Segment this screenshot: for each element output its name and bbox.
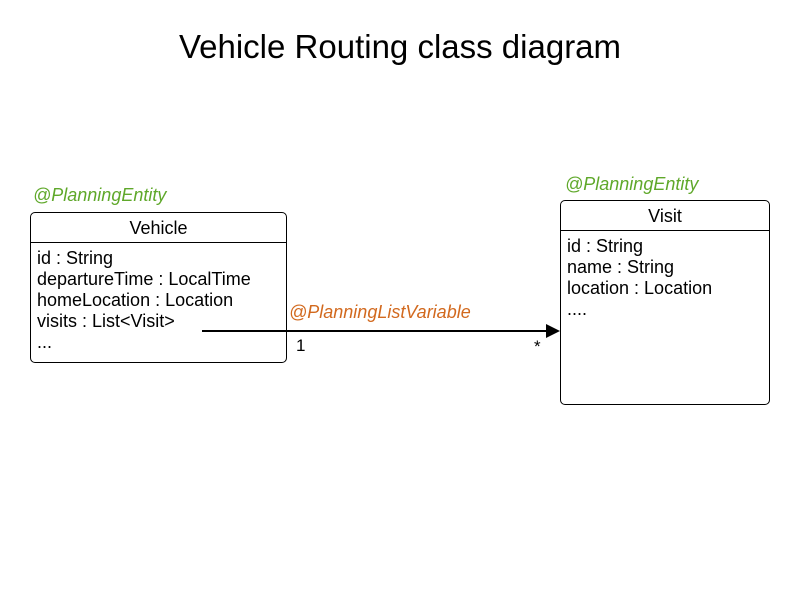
attribute-row: id : String [37, 248, 114, 268]
attribute-row: visits : List<Visit> [37, 311, 175, 331]
association-stereotype-label: @PlanningListVariable [289, 302, 471, 322]
class-box-visit: Visit id : String name : String location… [560, 200, 770, 405]
arrowhead-icon [546, 324, 560, 338]
multiplicity-target: * [534, 337, 541, 356]
page-title: Vehicle Routing class diagram [178, 28, 622, 65]
attribute-row: id : String [567, 236, 644, 256]
attribute-row: homeLocation : Location [37, 290, 234, 310]
attribute-row: name : String [567, 257, 675, 277]
attribute-row: .... [567, 299, 588, 319]
multiplicity-source: 1 [296, 336, 306, 355]
class-name-vehicle: Vehicle [31, 213, 286, 243]
class-attributes-visit: id : String name : String location : Loc… [561, 231, 769, 320]
attribute-row: ... [37, 332, 53, 352]
attribute-row: departureTime : LocalTime [37, 269, 251, 289]
class-attributes-vehicle: id : String departureTime : LocalTime ho… [31, 243, 286, 353]
association-line [202, 330, 552, 332]
class-name-visit: Visit [561, 201, 769, 231]
stereotype-label-vehicle: @PlanningEntity [33, 185, 167, 205]
attribute-row: location : Location [567, 278, 713, 298]
class-box-vehicle: Vehicle id : String departureTime : Loca… [30, 212, 287, 363]
stereotype-label-visit: @PlanningEntity [565, 174, 699, 194]
